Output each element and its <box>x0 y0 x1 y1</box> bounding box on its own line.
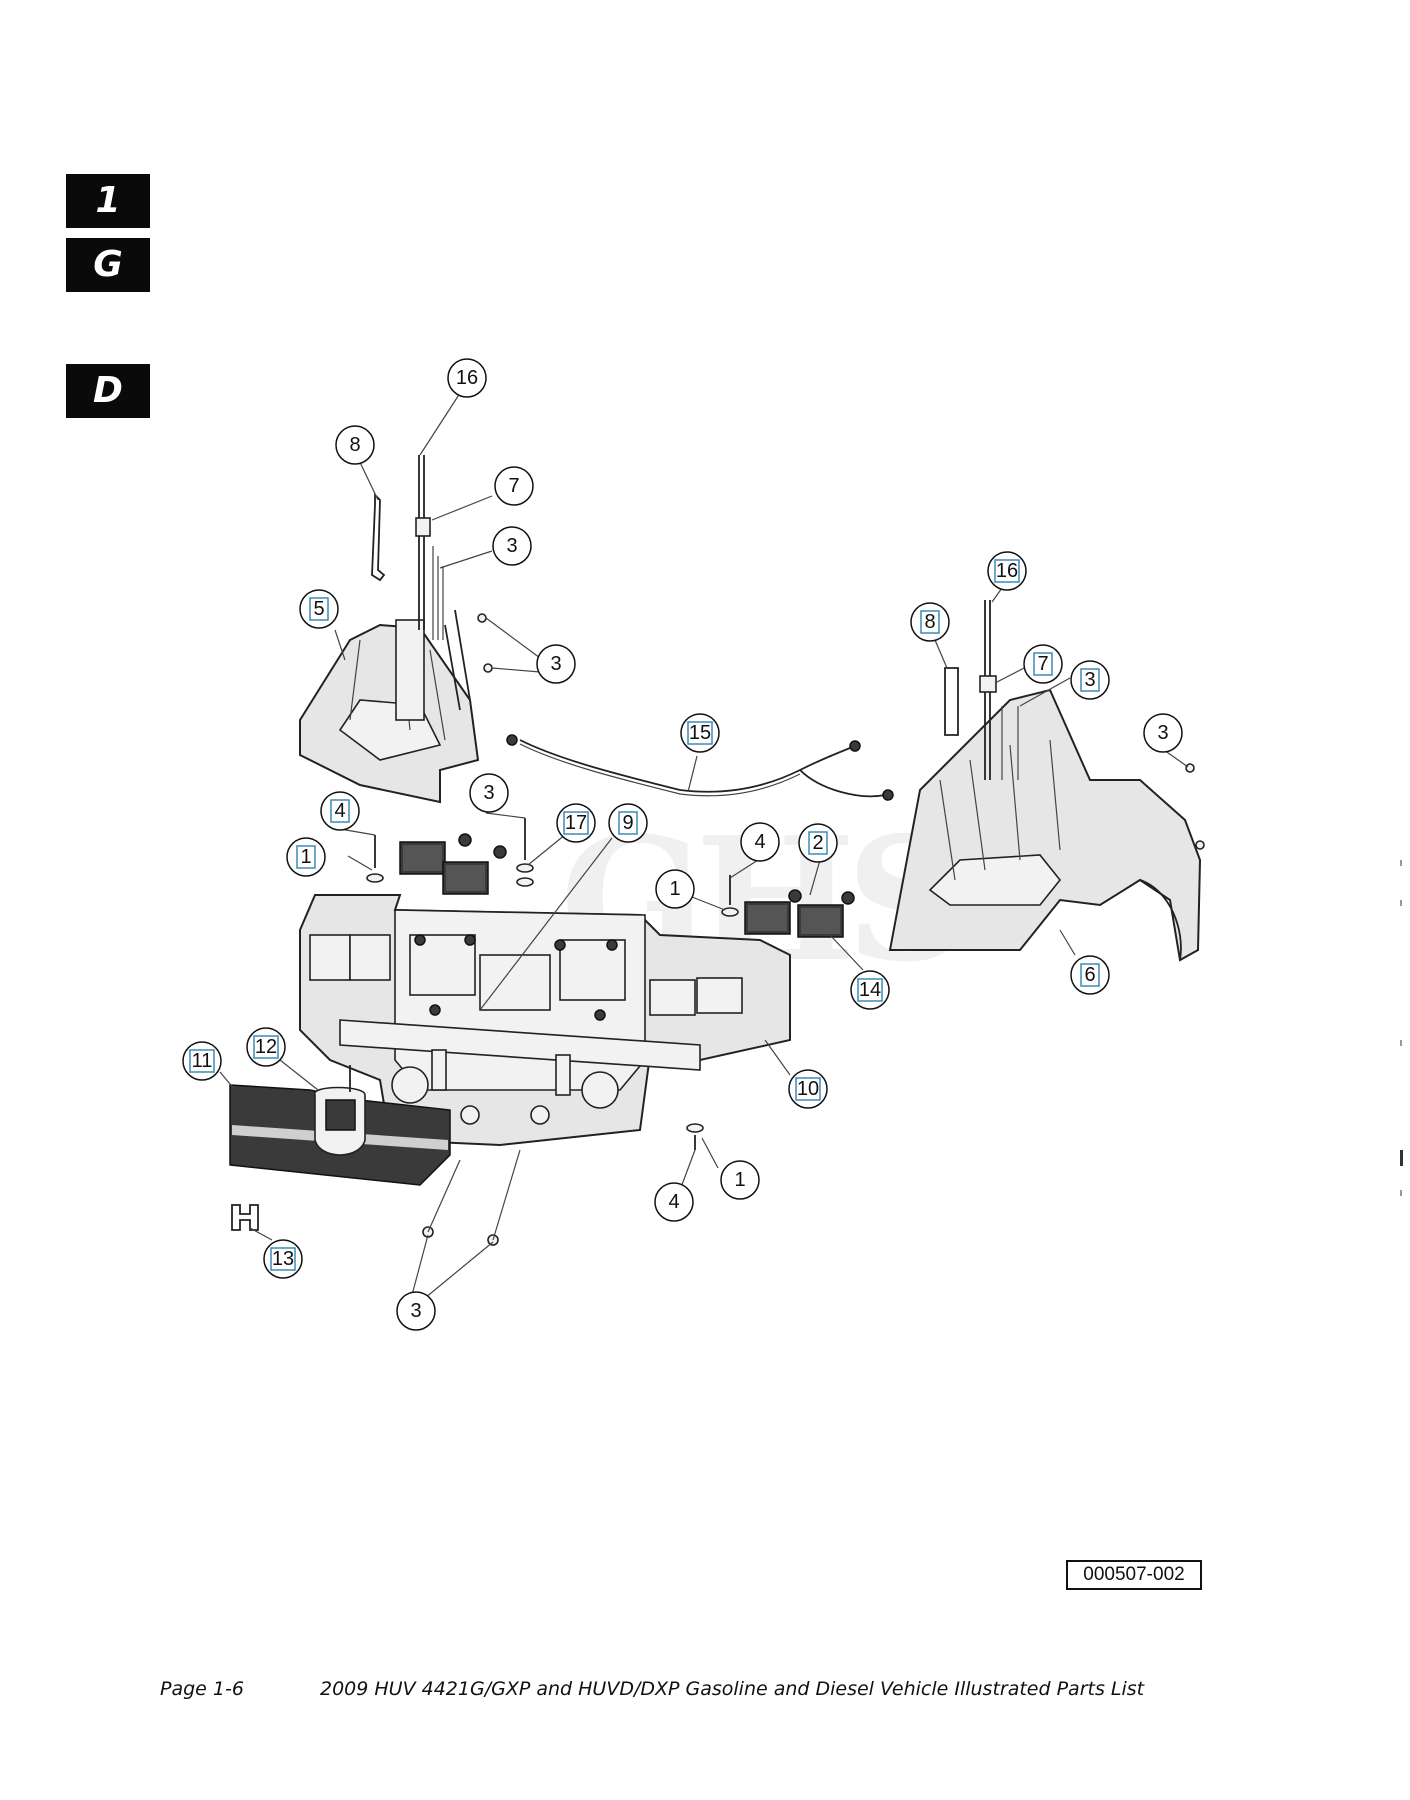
svg-text:6: 6 <box>1084 964 1095 986</box>
svg-text:1: 1 <box>734 1169 745 1191</box>
svg-text:16: 16 <box>456 367 478 389</box>
footer-document-title: 2009 HUV 4421G/GXP and HUVD/DXP Gasoline… <box>320 1678 1145 1700</box>
svg-text:3: 3 <box>506 535 517 557</box>
svg-text:9: 9 <box>622 812 633 834</box>
svg-text:3: 3 <box>550 653 561 675</box>
svg-text:15: 15 <box>689 722 711 744</box>
right-fender <box>888 688 1202 962</box>
callout-16-top-left: 16 <box>447 358 487 398</box>
callout-12: 12 <box>246 1027 286 1067</box>
fasteners <box>349 818 739 1246</box>
svg-text:8: 8 <box>924 611 935 633</box>
callout-15: 15 <box>680 713 720 753</box>
left-bracket-stack <box>371 455 493 673</box>
svg-text:17: 17 <box>565 812 587 834</box>
callout-3-right-b: 3 <box>1143 713 1183 753</box>
grille <box>229 1084 451 1231</box>
callout-7-top-left: 7 <box>494 466 534 506</box>
callout-16-right: 16 <box>987 551 1027 591</box>
callout-1-mid: 1 <box>655 869 695 909</box>
svg-text:11: 11 <box>192 1050 213 1072</box>
page-edge-marks <box>1400 860 1403 1196</box>
svg-text:10: 10 <box>797 1078 819 1100</box>
callout-1-left: 1 <box>286 837 326 877</box>
callout-17: 17 <box>556 803 596 843</box>
callout-3-bottom: 3 <box>396 1291 436 1331</box>
svg-text:2: 2 <box>812 832 823 854</box>
callout-11: 11 <box>182 1041 222 1081</box>
svg-text:14: 14 <box>859 979 881 1001</box>
section-tab-d: D <box>66 364 150 418</box>
svg-text:7: 7 <box>1037 653 1048 675</box>
svg-text:16: 16 <box>996 560 1018 582</box>
callout-7-right: 7 <box>1023 644 1063 684</box>
callout-1-bottom: 1 <box>720 1160 760 1200</box>
section-tab-g: G <box>66 238 150 292</box>
right-bracket-stack <box>944 600 1205 850</box>
svg-text:3: 3 <box>410 1300 421 1322</box>
left-fender <box>299 609 480 804</box>
callout-9: 9 <box>608 803 648 843</box>
svg-text:5: 5 <box>313 598 324 620</box>
svg-text:3: 3 <box>1157 722 1168 744</box>
svg-text:7: 7 <box>508 475 519 497</box>
callout-4-left: 4 <box>320 791 360 831</box>
callout-3-b: 3 <box>536 644 576 684</box>
svg-text:1: 1 <box>300 846 311 868</box>
callout-5: 5 <box>299 589 339 629</box>
callout-13: 13 <box>263 1239 303 1279</box>
callout-2: 2 <box>798 823 838 863</box>
callout-3-c: 3 <box>469 773 509 813</box>
headlights <box>399 833 855 938</box>
svg-text:4: 4 <box>754 831 765 853</box>
footer-page-number: Page 1-6 <box>160 1678 244 1700</box>
front-housing <box>299 894 791 1147</box>
section-tab-1: 1 <box>66 174 150 228</box>
svg-text:13: 13 <box>272 1248 294 1270</box>
callout-10: 10 <box>788 1069 828 1109</box>
callout-4-bottom: 4 <box>654 1182 694 1222</box>
svg-text:1: 1 <box>669 878 680 900</box>
figure-id: 000507-002 <box>1066 1560 1202 1590</box>
svg-text:4: 4 <box>334 800 345 822</box>
wiring-harness <box>506 734 894 801</box>
callout-4-mid: 4 <box>740 822 780 862</box>
callout-8-top-left: 8 <box>335 425 375 465</box>
svg-text:12: 12 <box>255 1036 277 1058</box>
callout-3-a: 3 <box>492 526 532 566</box>
callout-6: 6 <box>1070 955 1110 995</box>
svg-text:8: 8 <box>349 434 360 456</box>
svg-text:3: 3 <box>483 782 494 804</box>
callouts: 16 8 7 3 5 3 15 3 4 17 9 1 4 2 1 14 16 8… <box>182 358 1183 1331</box>
svg-text:3: 3 <box>1084 669 1095 691</box>
leader-lines <box>219 389 1189 1299</box>
callout-14: 14 <box>850 970 890 1010</box>
svg-text:4: 4 <box>668 1191 679 1213</box>
callout-8-right: 8 <box>910 602 950 642</box>
callout-3-right-a: 3 <box>1070 660 1110 700</box>
